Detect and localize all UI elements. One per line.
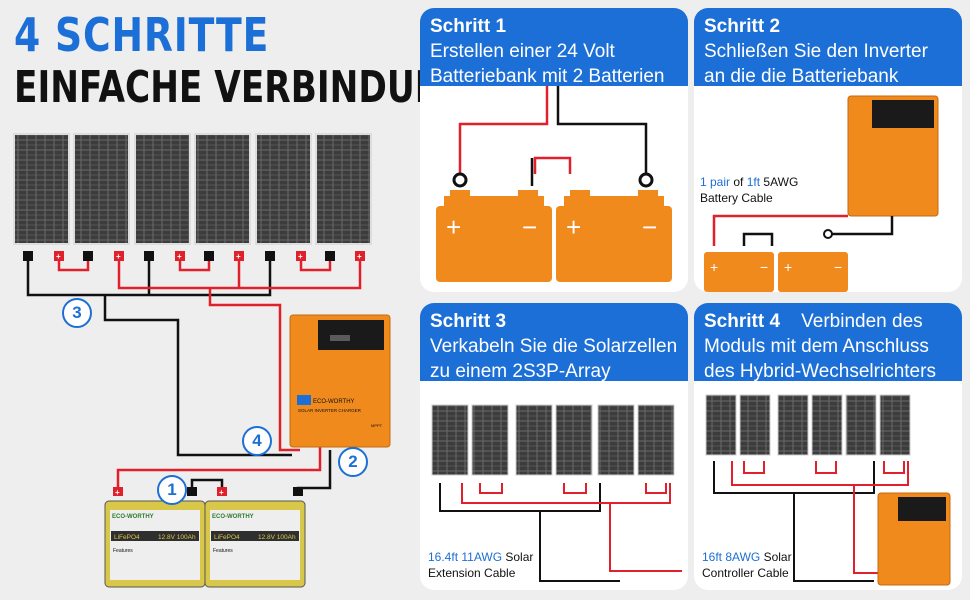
svg-text:−: − [522,212,537,242]
svg-text:+: + [219,488,224,497]
svg-text:+: + [116,252,121,261]
step-3-cap-a: 16.4ft 11AWG [428,550,503,564]
step-1-card: Schritt 1 Erstellen einer 24 Volt Batter… [420,8,688,292]
step-4-card: Schritt 4 Verbinden des Moduls mit dem A… [694,303,962,590]
inverter-icon [877,492,951,586]
svg-text:−: − [834,259,842,275]
svg-text:+: + [236,252,241,261]
step-3-card: Schritt 3 Verkabeln Sie die Solarzellen … [420,303,688,590]
svg-text:+: + [357,252,362,261]
step-1-label: Schritt 1 [430,16,507,37]
step-3-diagram [431,404,682,582]
svg-text:−: − [642,212,657,242]
battery-brand-2: ECO-WORTHY [212,514,254,520]
battery-icon: + − + − [436,190,672,282]
svg-text:+: + [566,212,581,242]
step-1-diagram: + − + − [436,86,672,282]
solar-panel-icon [13,133,372,245]
step-3-caption: 16.4ft 11AWG Solar Extension Cable [428,549,533,581]
inverter-icon: ECO-WORTHY SOLAR INVERTER CHARGER MPPT [289,314,391,448]
step-4-cap-b: Solar [760,550,792,564]
battery-chem-2: LiFePO4 [214,534,240,541]
battery-brand-1: ECO-WORTHY [112,514,154,520]
step-3-cap-line2: Extension Cable [428,566,516,580]
badge-step-3: 3 [62,298,92,328]
step-2-text-line2: an die die Batteriebank [704,66,899,87]
badge-step-2: 2 [338,447,368,477]
step-4-text-line2: des Hybrid-Wechselrichters [704,361,936,382]
step-4-label: Schritt 4 [704,311,781,332]
step-3-text-line2: zu einem 2S3P-Array [430,361,611,382]
solar-panel-icon [705,394,911,456]
battery-features-2: Features [213,548,233,554]
battery-rating-2: 12.8V 100Ah [258,534,296,541]
step-2-text-line1: Schließen Sie den Inverter [704,41,928,62]
inverter-icon [847,95,939,217]
step-2-cap-c: 1ft [746,175,761,189]
svg-text:+: + [56,252,61,261]
step-2-cap-b: of [730,175,747,189]
left-wiring-diagram: + + + + + + ECO-WORTHY SOLAR [0,120,410,600]
battery-icon: ECO-WORTHY ECO-WORTHY LiFePO4 12.8V 100A… [104,500,306,588]
step-4-diagram [705,394,951,586]
badge-step-1: 1 [157,475,187,505]
svg-text:+: + [115,488,120,497]
solar-panel-icon [431,404,675,476]
step-2-label: Schritt 2 [704,16,781,37]
step-2-caption: 1 pair of 1ft 5AWG Battery Cable [700,174,798,206]
step-1-text-line2: Batteriebank mit 2 Batterien [430,66,665,87]
step-2-card: Schritt 2 Schließen Sie den Inverter an … [694,8,962,292]
step-2-diagram: + − + − [704,95,939,292]
svg-text:+: + [177,252,182,261]
svg-text:+: + [784,259,792,275]
step-2-cap-a: 1 pair [700,175,731,189]
step-4-cap-a: 16ft 8AWG [702,550,761,564]
inverter-label: SOLAR INVERTER CHARGER [298,408,362,413]
badge-step-4: 4 [242,426,272,456]
step-2-cap-line2: Battery Cable [700,191,773,205]
battery-rating-1: 12.8V 100Ah [158,534,196,541]
svg-text:+: + [710,259,718,275]
battery-icon: + − + − [704,252,848,292]
battery-features-1: Features [113,548,133,554]
inverter-brand: ECO-WORTHY [313,399,355,405]
step-1-text-line1: Erstellen einer 24 Volt [430,41,615,62]
battery-chem-1: LiFePO4 [114,534,140,541]
step-4-caption: 16ft 8AWG Solar Controller Cable [702,549,792,581]
inverter-mppt: MPPT [371,423,383,428]
step-4-cap-line2: Controller Cable [702,566,789,580]
connector-icon: + + + + + + [23,251,365,261]
step-4-label-extra: Verbinden des [801,311,923,332]
step-2-cap-d: 5AWG [760,175,799,189]
page-subtitle: EINFACHE VERBINDUNG [14,62,472,113]
step-4-text-line1: Moduls mit dem Anschluss [704,336,929,357]
page-title: 4 SCHRITTE [14,8,270,62]
step-3-cap-b: Solar [502,550,534,564]
svg-text:+: + [446,212,461,242]
step-3-text-line1: Verkabeln Sie die Solarzellen [430,336,678,357]
step-3-label: Schritt 3 [430,311,507,332]
svg-text:+: + [298,252,303,261]
svg-text:−: − [760,259,768,275]
